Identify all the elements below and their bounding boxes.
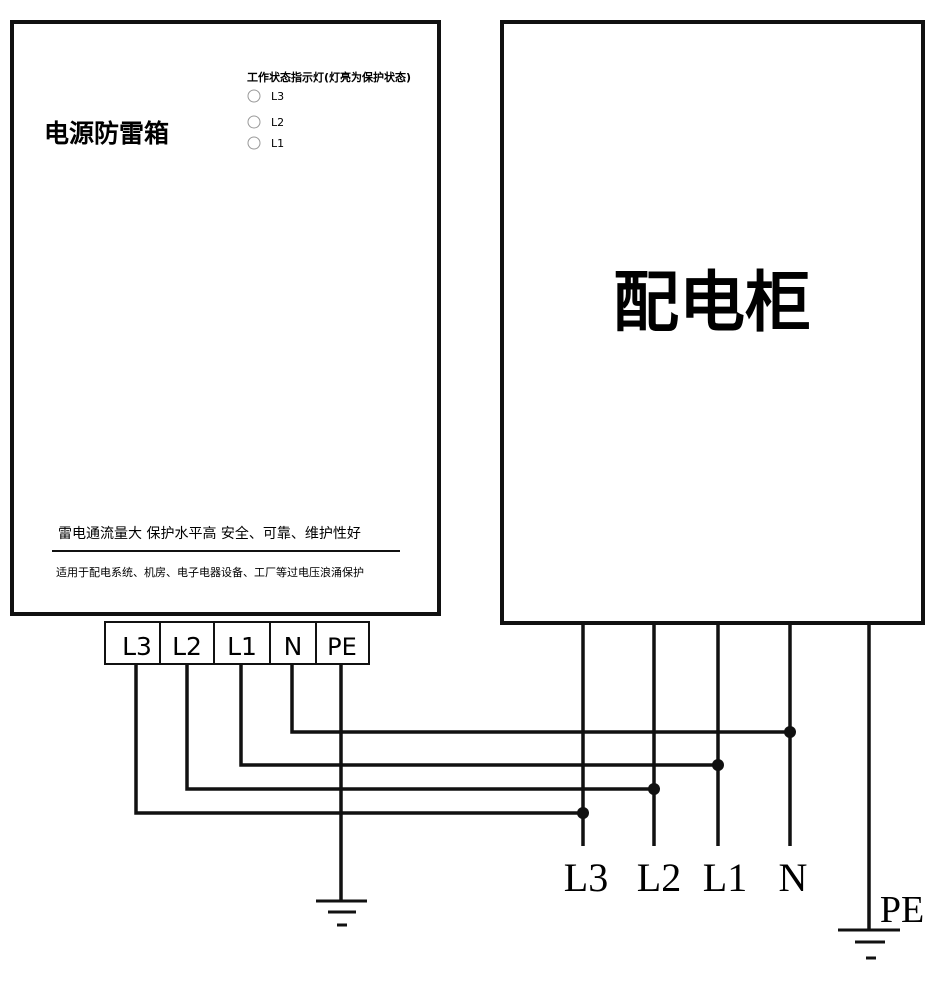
terminal-block: L3 L2 L1 N PE <box>104 621 370 665</box>
bus-label-n: N <box>779 855 808 900</box>
indicator-label: L3 <box>271 90 284 103</box>
junction-dot <box>784 726 796 738</box>
indicator-title: 工作状态指示灯(灯亮为保护状态) <box>247 70 411 84</box>
junction-dot <box>648 783 660 795</box>
protector-box-outline <box>10 20 441 616</box>
wire-l1-tap <box>239 664 718 767</box>
slogan-text: 雷电通流量大 保护水平高 安全、可靠、维护性好 <box>58 525 361 542</box>
terminal-label: L3 <box>122 632 152 661</box>
surge-protector-box: 电源防雷箱 工作状态指示灯(灯亮为保护状态) L3 L2 L1 雷电通流量大 保… <box>10 20 441 616</box>
bus-label-l3: L3 <box>564 855 608 900</box>
wire-l3-tap <box>134 664 583 815</box>
wiring <box>134 623 871 930</box>
indicator-lamp-icon <box>247 89 261 103</box>
bus-label-l2: L2 <box>637 855 681 900</box>
indicator-label: L2 <box>271 116 284 129</box>
protector-title: 电源防雷箱 <box>44 119 169 148</box>
bus-label-pe: PE <box>880 889 924 931</box>
application-text: 适用于配电系统、机房、电子电器设备、工厂等过电压浪涌保护 <box>56 565 364 579</box>
junctions <box>577 726 796 819</box>
distribution-cabinet: 配电柜 <box>500 20 925 625</box>
ground-icon <box>316 899 367 927</box>
indicator-label: L1 <box>271 137 284 150</box>
terminal-label: PE <box>327 633 357 661</box>
terminal-label: N <box>284 632 303 661</box>
junction-dot <box>577 807 589 819</box>
cabinet-outline <box>500 20 925 625</box>
junction-dot <box>712 759 724 771</box>
terminal-label: L1 <box>227 632 257 661</box>
cabinet-title: 配电柜 <box>613 264 811 341</box>
terminal-block-outline <box>104 621 370 665</box>
wire-l2-tap <box>185 664 654 791</box>
wire-n-tap <box>290 664 790 734</box>
bus-label-l1: L1 <box>703 855 747 900</box>
terminal-label: L2 <box>172 632 202 661</box>
ground-icon <box>838 928 900 960</box>
indicator-lamp-icon <box>247 136 261 150</box>
indicator-lamp-icon <box>247 115 261 129</box>
